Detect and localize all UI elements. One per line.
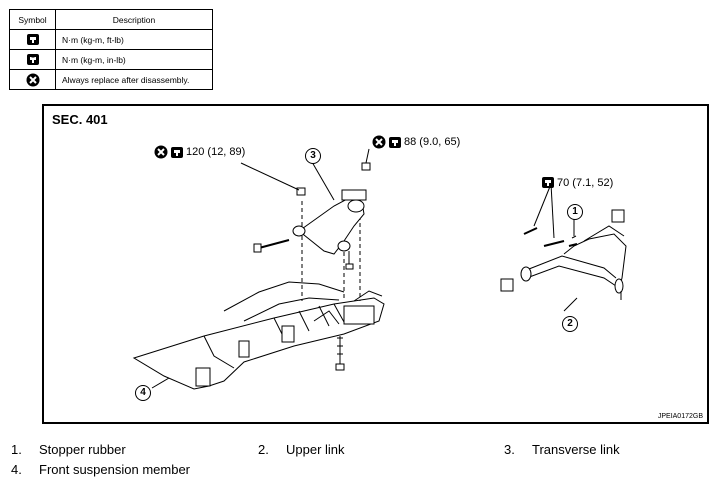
torque-spec-transverse-nut: 88 (9.0, 65) <box>372 135 460 149</box>
torque-spec-upper-link: 70 (7.1, 52) <box>541 176 613 189</box>
legend-row: N·m (kg-m, in-lb) <box>9 49 213 70</box>
always-replace-icon <box>154 145 168 159</box>
legend-row-text: N·m (kg-m, in-lb) <box>55 49 213 70</box>
callout-2: 2 <box>562 316 578 332</box>
part-number: 4. <box>11 462 22 477</box>
torque-wrench-inlb-icon <box>26 54 39 65</box>
legend-header-row: Symbol Description <box>9 9 213 30</box>
part-number: 1. <box>11 442 22 457</box>
exploded-view-figure: SEC. 401 120 (12, 89) 88 (9.0, 65) 70 (7… <box>42 104 709 424</box>
part-name: Stopper rubber <box>39 442 126 457</box>
callout-1: 1 <box>567 204 583 220</box>
always-replace-icon <box>372 135 386 149</box>
parts-list-item: 1. Stopper rubber <box>11 442 126 457</box>
torque-wrench-icon <box>171 146 183 158</box>
legend-row: Always replace after disassembly. <box>9 69 213 90</box>
callout-4: 4 <box>135 385 151 401</box>
legend-row-text: Always replace after disassembly. <box>55 69 213 90</box>
part-name: Upper link <box>286 442 345 457</box>
legend-header-description: Description <box>55 9 213 30</box>
torque-wrench-icon <box>542 177 554 188</box>
parts-list-item: 4. Front suspension member <box>11 462 190 477</box>
parts-list-item: 2. Upper link <box>258 442 345 457</box>
parts-list-item: 3. Transverse link <box>504 442 620 457</box>
part-name: Transverse link <box>532 442 620 457</box>
part-name: Front suspension member <box>39 462 191 477</box>
figure-id: JPEIA0172GB <box>657 413 703 420</box>
callout-3: 3 <box>305 148 321 164</box>
section-label: SEC. 401 <box>52 112 108 127</box>
torque-value: 88 (9.0, 65) <box>404 136 461 148</box>
torque-wrench-icon <box>389 136 401 148</box>
torque-spec-transverse-bolt: 120 (12, 89) <box>154 145 245 159</box>
legend-row: N·m (kg-m, ft-lb) <box>9 29 213 50</box>
torque-wrench-icon <box>26 34 39 45</box>
torque-value: 120 (12, 89) <box>186 146 246 158</box>
torque-value: 70 (7.1, 52) <box>557 176 614 189</box>
always-replace-icon <box>26 73 39 86</box>
legend-header-symbol: Symbol <box>9 9 56 30</box>
legend-row-text: N·m (kg-m, ft-lb) <box>55 29 213 50</box>
suspension-drawing <box>132 148 627 390</box>
symbol-legend-table: Symbol Description N·m (kg-m, ft-lb) N·m… <box>9 9 213 90</box>
part-number: 3. <box>504 442 515 457</box>
part-number: 2. <box>258 442 269 457</box>
